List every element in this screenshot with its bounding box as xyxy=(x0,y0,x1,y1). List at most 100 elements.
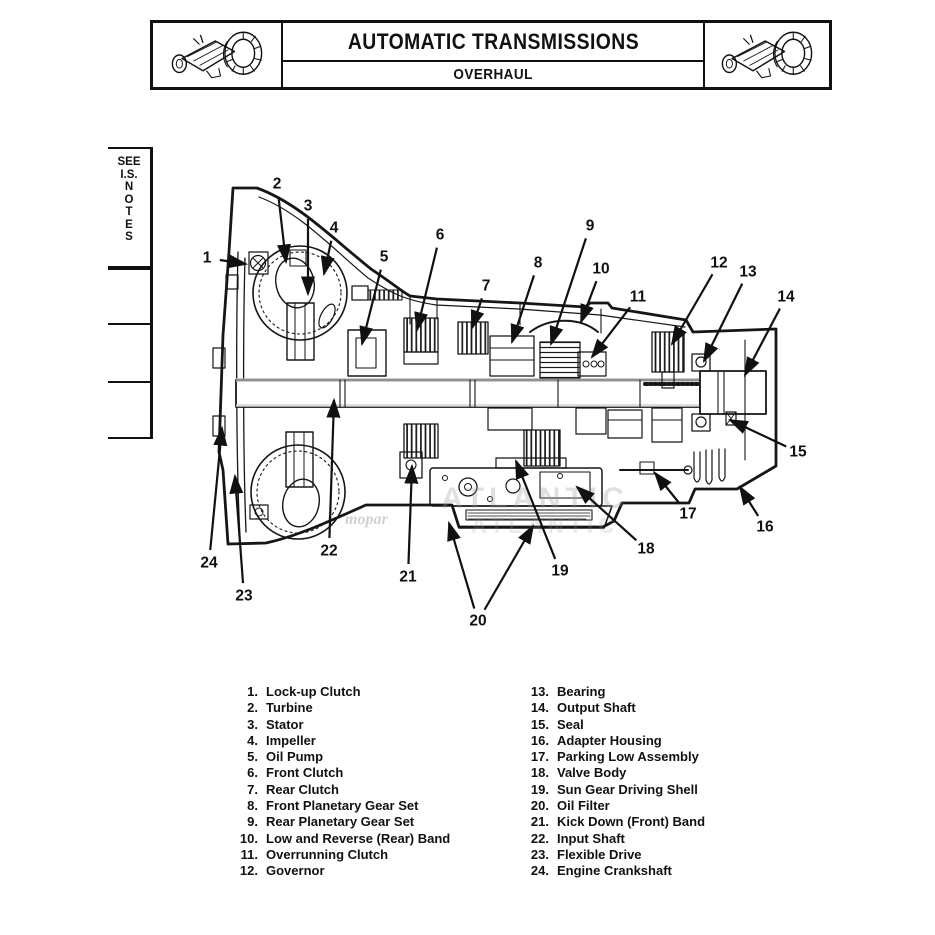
watermark: ATLANTIC ATLANTIC mopar xyxy=(345,482,624,538)
callout-14-label: 14 xyxy=(777,289,795,306)
legend-item-label: Seal xyxy=(557,716,584,732)
legend-item: 5.Oil Pump xyxy=(228,749,519,765)
legend-item-label: Front Clutch xyxy=(266,765,344,781)
legend-item-label: Turbine xyxy=(266,700,313,716)
legend-item-label: Rear Planetary Gear Set xyxy=(266,814,415,830)
legend-item-number: 16. xyxy=(530,732,549,748)
legend-item-number: 13. xyxy=(530,684,549,699)
legend-item: 24.Engine Crankshaft xyxy=(519,863,705,879)
callout-15-label: 15 xyxy=(789,444,807,461)
legend-item-number: 20. xyxy=(530,798,549,814)
legend-item: 14. Output Shaft xyxy=(519,700,705,716)
callout-20-leader-line xyxy=(483,524,535,611)
callout-13-label: 13 xyxy=(739,264,757,281)
callout-17-label: 17 xyxy=(679,506,696,523)
legend-item-number: 3. xyxy=(247,716,258,732)
legend-item-number: 7. xyxy=(247,781,258,797)
legend-item-label: Output Shaft xyxy=(557,700,636,716)
legend-item-number: 17. xyxy=(530,749,549,765)
sidebar-empty-cell xyxy=(108,323,150,381)
legend-item-label: Governor xyxy=(266,863,325,879)
legend-item-label: Sun Gear Driving Shell xyxy=(557,781,698,797)
callout-6-label: 6 xyxy=(436,227,445,244)
legend-item-number: 22. xyxy=(530,830,549,846)
callout-3-label: 3 xyxy=(304,198,313,215)
callout-23-leader-line xyxy=(229,473,245,584)
legend-item: 11. Overrunning Clutch xyxy=(228,847,519,863)
legend-item-label: Input Shaft xyxy=(557,830,625,846)
transmission-cross-section-diagram: ATLANTIC ATLANTIC mopar 1234567891011121… xyxy=(200,176,807,630)
legend-item: 4. Impeller xyxy=(228,733,519,749)
callout-4-label: 4 xyxy=(330,220,339,237)
legend-item-label: Rear Clutch xyxy=(266,781,339,797)
callout-11-leader-line xyxy=(590,306,631,359)
callout-9-leader-line xyxy=(549,237,587,347)
callout-18-leader-line xyxy=(575,485,638,542)
callout-2-leader-line xyxy=(276,196,291,265)
header-title-block: AUTOMATIC TRANSMISSIONS OVERHAUL xyxy=(283,23,703,87)
sidebar-empty-cell xyxy=(108,381,150,439)
callout-22-leader-line xyxy=(326,397,341,539)
callout-24-label: 24 xyxy=(200,555,218,572)
legend-item-label: Engine Crankshaft xyxy=(557,863,672,879)
transmission-icon xyxy=(171,31,263,79)
legend-item: 23.Flexible Drive xyxy=(519,847,705,863)
callout-2-label: 2 xyxy=(273,176,282,193)
legend-item: 6.Front Clutch xyxy=(228,765,519,781)
legend-item-number: 14. xyxy=(530,700,549,716)
legend-item-number: 23. xyxy=(530,846,549,862)
legend-item-number: 21. xyxy=(530,814,549,830)
callout-12-label: 12 xyxy=(710,255,727,272)
callout-6-leader-line xyxy=(414,247,439,333)
callout-1-leader-line xyxy=(219,254,249,269)
legend-item: 16.Adapter Housing xyxy=(519,733,705,749)
legend-item-number: 19. xyxy=(530,781,549,797)
legend-item-number: 10. xyxy=(239,830,258,846)
see-is-notes-tab: SEE I.S. N O T E S xyxy=(108,147,153,439)
legend-item-label: Low and Reverse (Rear) Band xyxy=(266,830,451,846)
legend-item-number: 4. xyxy=(247,732,258,748)
callout-15-leader-line xyxy=(728,419,787,448)
legend-item: 9.Rear Planetary Gear Set xyxy=(228,814,519,830)
callout-8-label: 8 xyxy=(534,255,543,272)
callout-20-label: 20 xyxy=(469,613,486,630)
legend-item-label: Lock-up Clutch xyxy=(266,684,361,699)
callout-24-leader-line xyxy=(209,425,228,551)
svg-text:mopar: mopar xyxy=(345,511,388,528)
legend-item-number: 2. xyxy=(247,700,258,716)
legend-item: 12. Governor xyxy=(228,863,519,879)
legend-item: 1.Lock-up Clutch xyxy=(228,684,519,700)
callout-10-label: 10 xyxy=(592,261,609,278)
callout-12-leader-line xyxy=(670,273,714,346)
legend-item-label: Kick Down (Front) Band xyxy=(557,814,706,830)
legend-item: 15.Seal xyxy=(519,717,705,733)
callout-4-leader-line xyxy=(320,240,335,277)
callout-19-label: 19 xyxy=(551,563,569,580)
callout-21-label: 21 xyxy=(399,569,417,586)
legend-item-label: Parking Low Assembly xyxy=(557,749,699,765)
legend-item-label: Stator xyxy=(266,716,304,732)
callout-11-label: 11 xyxy=(630,289,647,306)
legend-item: 21. Kick Down (Front) Band xyxy=(519,814,705,830)
callout-18-label: 18 xyxy=(637,541,655,558)
legend-item-label: Impeller xyxy=(266,732,316,748)
callout-7-label: 7 xyxy=(482,278,491,295)
callout-17-leader-line xyxy=(653,471,681,505)
legend-item: 7. Rear Clutch xyxy=(228,782,519,798)
legend-item-number: 11. xyxy=(240,846,258,862)
legend-item-number: 12. xyxy=(239,863,258,879)
legend-item-number: 8. xyxy=(247,798,258,814)
legend-item-label: Valve Body xyxy=(557,765,627,781)
page-subtitle: OVERHAUL xyxy=(453,66,533,83)
callout-9-label: 9 xyxy=(586,218,595,235)
callout-21-leader-line xyxy=(404,463,419,565)
legend-item-label: Oil Filter xyxy=(557,798,610,814)
callout-13-leader-line xyxy=(703,283,744,363)
legend-item: 17. Parking Low Assembly xyxy=(519,749,705,765)
legend-item-label: Overrunning Clutch xyxy=(266,846,389,862)
callout-1-label: 1 xyxy=(203,250,212,267)
callout-19-leader-line xyxy=(514,458,557,560)
